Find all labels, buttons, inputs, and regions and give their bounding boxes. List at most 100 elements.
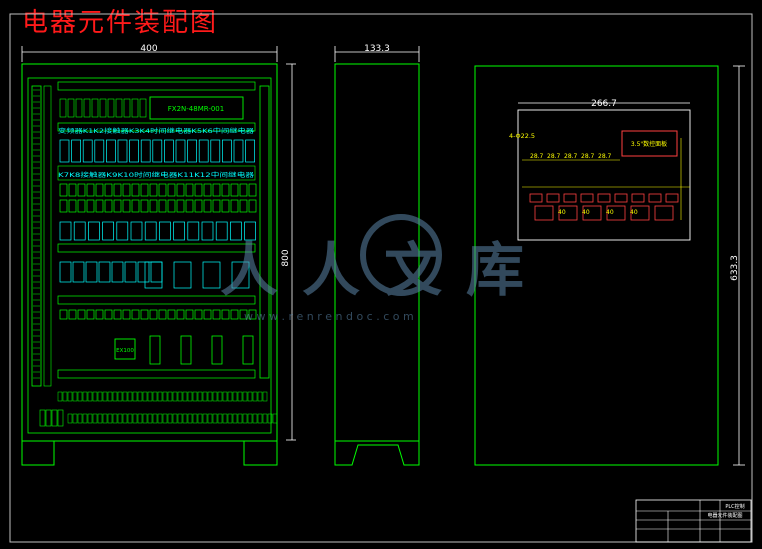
component-block <box>104 199 113 213</box>
terminal <box>197 413 203 424</box>
drawing-frame <box>9 13 753 543</box>
terminal <box>247 413 253 424</box>
side-base <box>334 441 420 466</box>
component-block <box>233 139 244 163</box>
rear-relay <box>597 193 611 203</box>
component-block <box>86 309 95 320</box>
component-block <box>149 309 158 320</box>
terminal <box>142 391 148 402</box>
component-block <box>167 183 176 197</box>
component-block <box>194 183 203 197</box>
terminal <box>92 413 98 424</box>
component-block <box>248 309 257 320</box>
component-block <box>212 199 221 213</box>
component-block <box>231 261 250 289</box>
terminal <box>147 391 153 402</box>
rear-relay <box>529 193 543 203</box>
terminal <box>87 413 93 424</box>
component-block <box>176 199 185 213</box>
terminal <box>257 413 263 424</box>
side-width-dim: 133.3 <box>364 44 390 54</box>
terminal <box>182 391 188 402</box>
terminal <box>67 391 73 402</box>
terminal <box>157 413 163 424</box>
right-wiring-duct <box>259 85 270 379</box>
component-block <box>248 183 257 197</box>
terminal <box>242 391 248 402</box>
rear-inner-panel <box>517 109 691 241</box>
component-block <box>215 221 228 241</box>
component-block <box>59 221 72 241</box>
terminal <box>257 391 263 402</box>
rear-relay <box>631 193 645 203</box>
component-block <box>82 139 93 163</box>
breaker <box>99 98 107 118</box>
side-view: 133.3 <box>334 44 420 466</box>
component-block <box>86 199 95 213</box>
rear-row-dim: 28.7 <box>581 153 595 160</box>
terminal <box>72 391 78 402</box>
terminal <box>62 391 68 402</box>
component-block <box>152 139 163 163</box>
component-block <box>185 199 194 213</box>
component-block <box>158 199 167 213</box>
component-block <box>212 183 221 197</box>
component-block <box>59 183 68 197</box>
terminal <box>222 391 228 402</box>
component-block <box>124 261 137 283</box>
terminal <box>122 391 128 402</box>
component-block <box>164 139 174 163</box>
terminal <box>237 413 243 424</box>
component-block <box>113 199 122 213</box>
component-block <box>158 309 167 320</box>
terminal <box>152 413 158 424</box>
terminal <box>57 391 63 402</box>
title-block-header: PLC控制 <box>725 503 744 510</box>
component-block <box>131 199 140 213</box>
plc-label: FX2N-48MR-001 <box>168 105 224 113</box>
rear-spacing-dim: 40 <box>606 209 614 216</box>
component-block <box>129 139 139 163</box>
component-block <box>173 221 185 241</box>
component-block <box>71 139 81 163</box>
component-block <box>111 261 124 283</box>
component-block <box>113 183 122 197</box>
component-block <box>122 199 131 213</box>
component-block <box>239 199 248 213</box>
watermark-url: w w w . r e n r e n d o c . c o m <box>244 310 414 323</box>
rear-spacing-dim: 40 <box>630 209 638 216</box>
breaker <box>107 98 115 118</box>
component-block <box>122 183 131 197</box>
component-block <box>77 309 86 320</box>
component-block <box>106 139 116 163</box>
rear-relay <box>665 193 679 203</box>
component-block <box>116 221 129 241</box>
rear-relay-large <box>630 205 650 221</box>
terminal <box>207 413 213 424</box>
component-block <box>201 221 214 241</box>
terminal <box>167 413 173 424</box>
terminal <box>192 413 198 424</box>
component-block <box>221 309 230 320</box>
rear-height-dim: 633.3 <box>730 255 740 281</box>
component-block <box>244 221 256 241</box>
breaker <box>131 98 139 118</box>
component-block <box>239 309 248 320</box>
component-block <box>104 309 113 320</box>
terminal <box>217 391 223 402</box>
breaker <box>139 98 147 118</box>
rear-relay <box>580 193 594 203</box>
component-block <box>167 309 176 320</box>
title-block: PLC控制 电器元件装配图 <box>635 499 752 543</box>
terminal <box>197 391 203 402</box>
terminal <box>157 391 163 402</box>
component-block <box>98 261 111 283</box>
rear-row-dim: 28.7 <box>547 153 561 160</box>
title-block-name: 电器元件装配图 <box>707 512 742 519</box>
component-block <box>176 309 185 320</box>
terminal <box>262 413 268 424</box>
component-block <box>203 309 212 320</box>
terminal <box>92 391 98 402</box>
